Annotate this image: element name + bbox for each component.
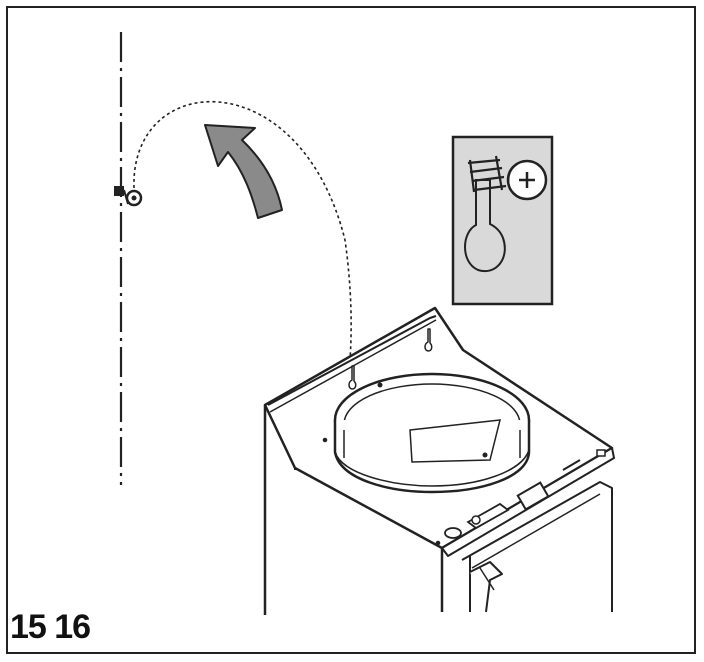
motion-path xyxy=(133,100,352,361)
screw-icon xyxy=(114,186,143,207)
duct-collar xyxy=(333,372,531,494)
figure-label: 15 16 xyxy=(10,608,91,646)
keyhole-slot-detail-icon xyxy=(451,135,554,306)
hood-top-details xyxy=(322,437,606,546)
curved-arrow-icon xyxy=(204,124,283,219)
